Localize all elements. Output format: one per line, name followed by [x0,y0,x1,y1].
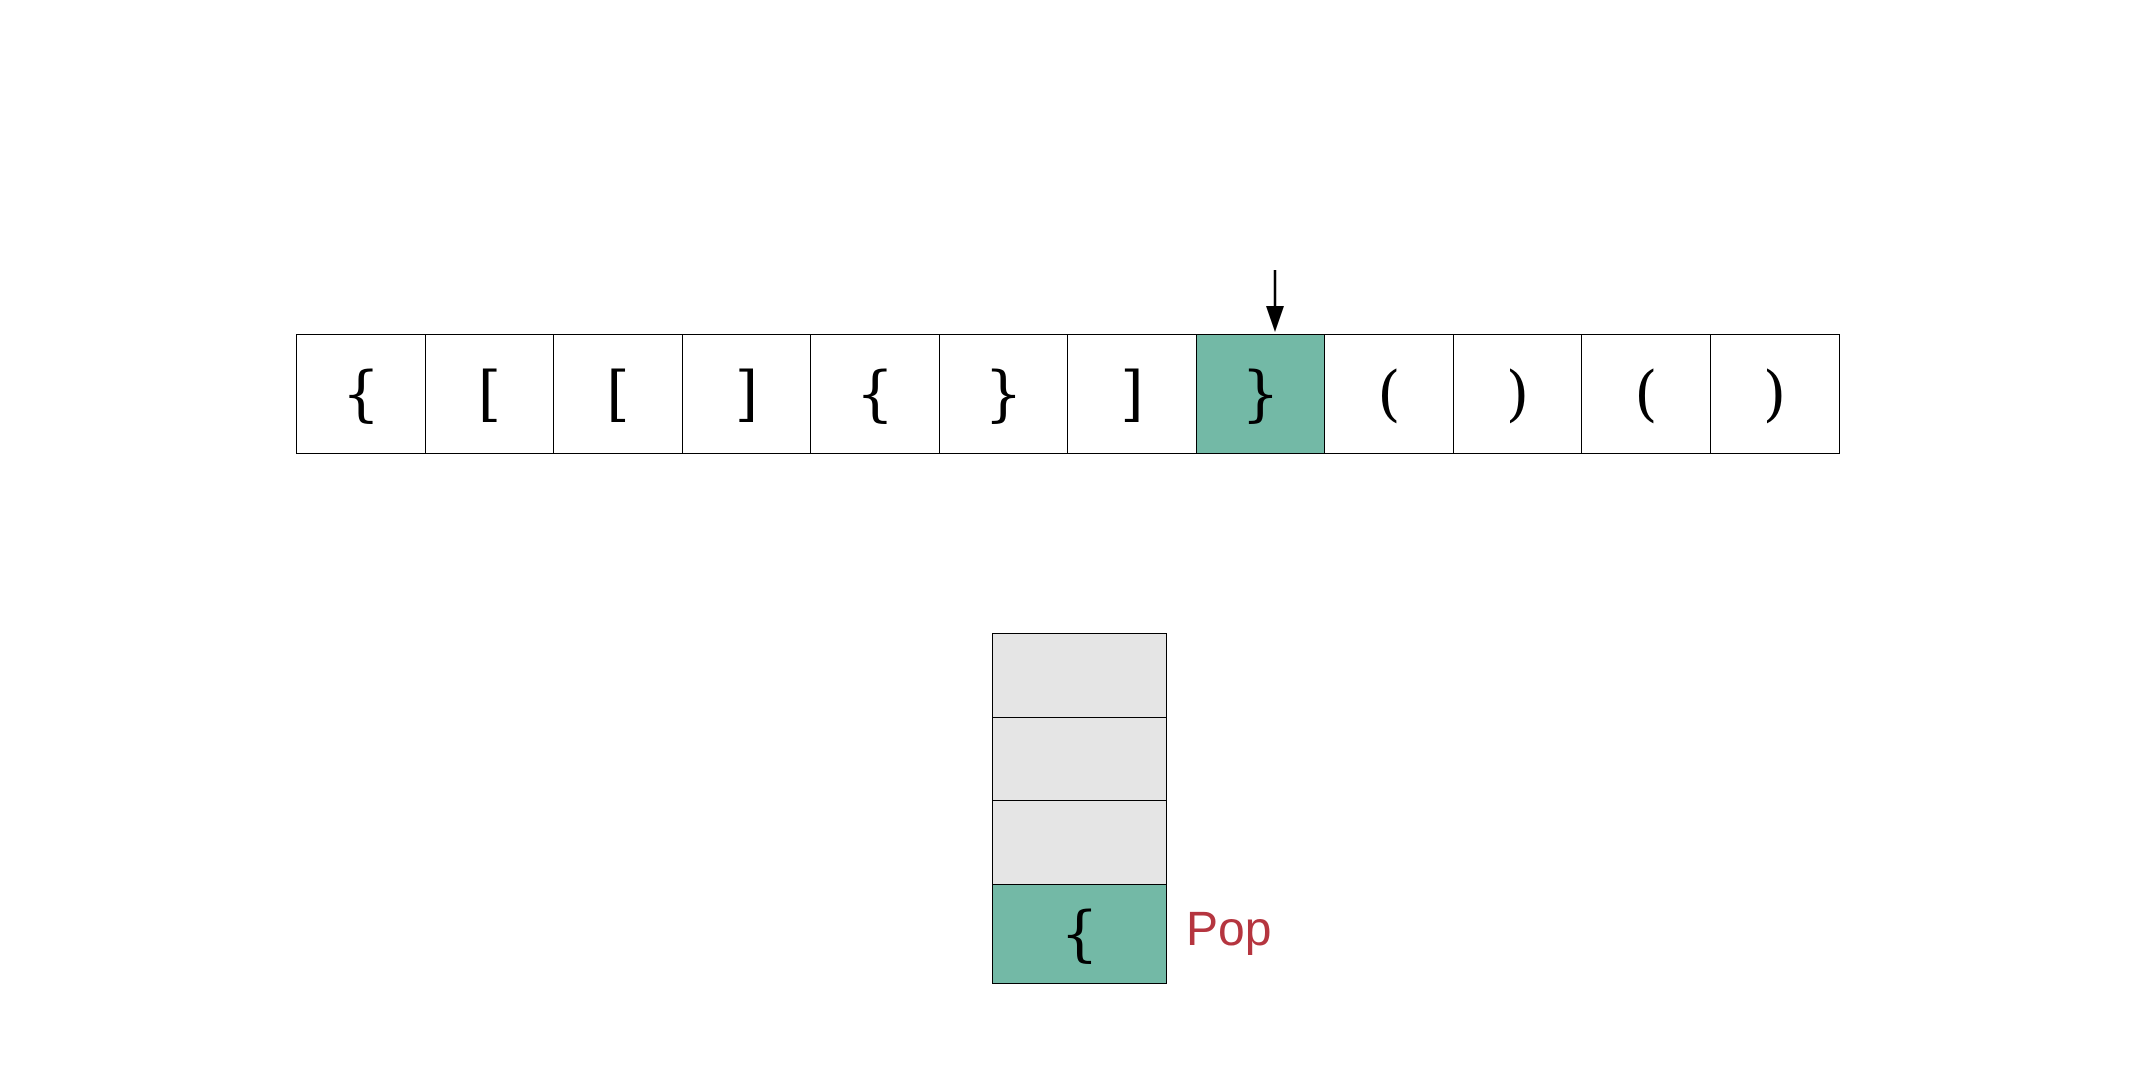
stack: { [992,633,1167,984]
stack-slot-empty [992,633,1167,718]
array-cell: [ [553,334,683,454]
array-cell: } [938,334,1069,454]
stack-slot-empty [992,800,1167,885]
current-position-arrow-icon [1266,270,1284,332]
array-cell: ( [1581,334,1711,454]
stack-slot-empty [992,716,1167,802]
array-cell: { [296,334,426,454]
array-cell: [ [424,334,555,454]
array-cell: ) [1709,334,1840,454]
array-cell-current: } [1195,334,1326,454]
pop-action-label: Pop [1186,903,1272,956]
array-cell: ) [1452,334,1583,454]
array-cell: ] [1067,334,1197,454]
array-cell: ] [681,334,812,454]
input-array: { [ [ ] { } ] } ( ) ( ) [296,334,1840,454]
array-cell: ( [1324,334,1454,454]
stack-slot-top: { [992,883,1167,984]
array-cell: { [810,334,940,454]
